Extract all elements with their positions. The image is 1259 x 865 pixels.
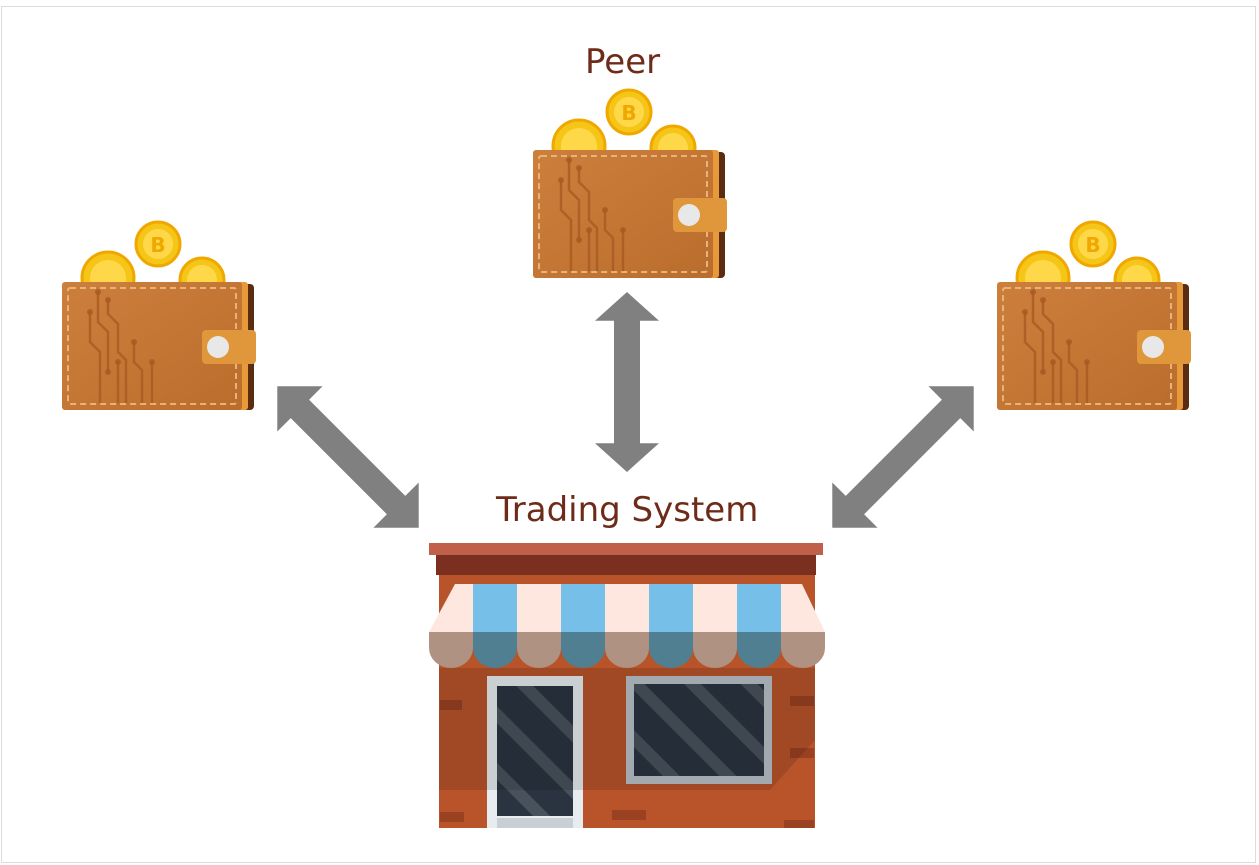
storefront-icon bbox=[429, 543, 825, 828]
trading-system-label: Trading System bbox=[496, 490, 759, 530]
wallet-top-icon bbox=[531, 88, 729, 280]
double-arrow-left-icon bbox=[254, 363, 442, 551]
wallet-left-icon bbox=[60, 220, 258, 412]
double-arrow-vertical-icon bbox=[595, 292, 659, 472]
double-arrow-right-icon bbox=[809, 363, 997, 551]
peer-label: Peer bbox=[585, 42, 661, 82]
wallet-right-icon bbox=[995, 220, 1193, 412]
diagram-frame bbox=[1, 6, 1256, 863]
